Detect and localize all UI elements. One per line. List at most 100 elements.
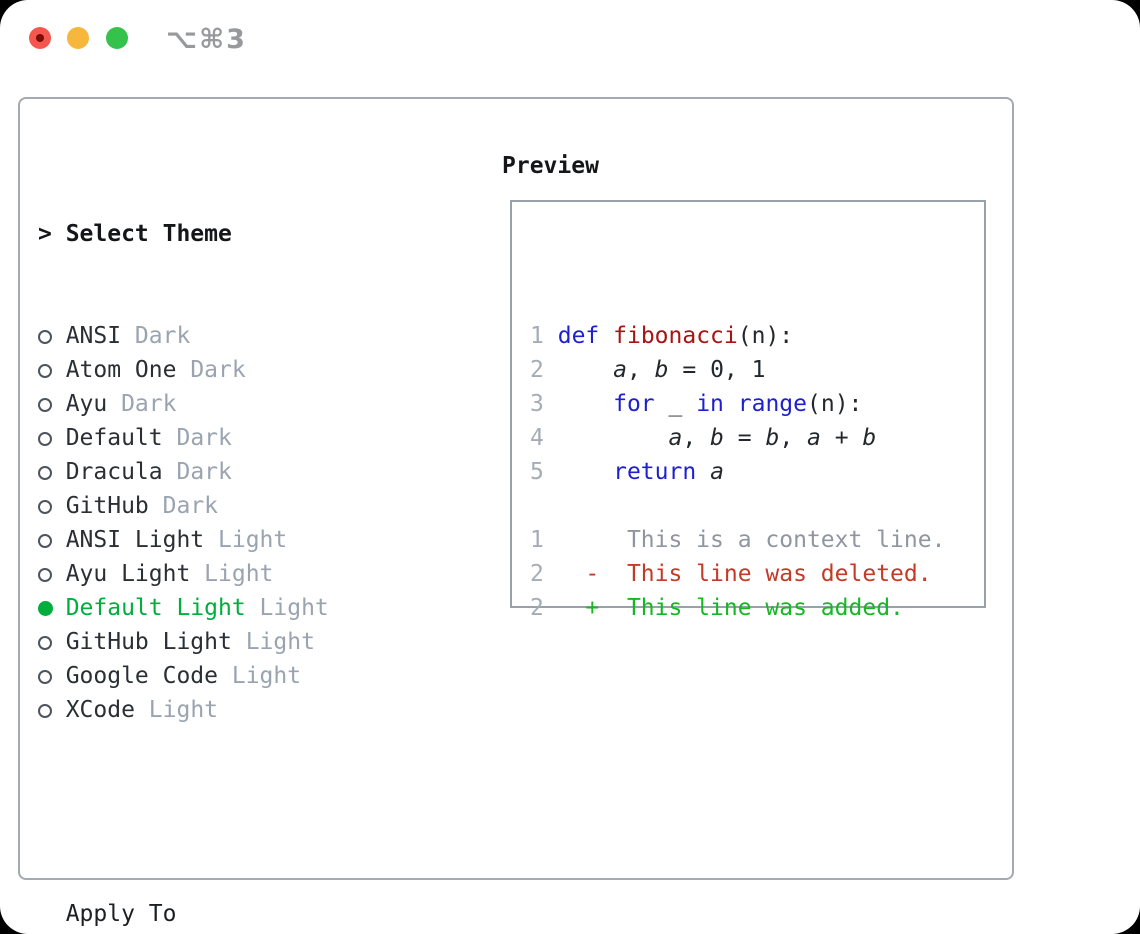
radio-icon: [38, 319, 66, 353]
theme-variant-tag: Dark: [121, 391, 177, 417]
theme-variant-tag: Dark: [134, 323, 191, 349]
option-label: ANSI Light: [65, 527, 205, 553]
radio-icon: [38, 625, 66, 659]
code-line: 1 This is a context line.: [530, 523, 984, 557]
theme-option-google-code[interactable]: Google Code Light: [38, 659, 426, 693]
theme-variant-tag: Light: [231, 663, 302, 689]
theme-variant-tag: Light: [245, 629, 315, 655]
code-line: [530, 489, 984, 523]
code-token: return: [613, 459, 697, 485]
radio-icon: [38, 693, 66, 727]
option-label: Default Light: [65, 595, 246, 621]
code-line: 4 a, b = b, a + b: [530, 421, 984, 455]
code-token: for: [613, 391, 655, 417]
code-token: def: [557, 323, 600, 349]
select-theme-title: Select Theme: [65, 221, 232, 247]
code-token: (n):: [737, 323, 794, 349]
code-token: ,: [626, 357, 655, 383]
theme-option-ayu[interactable]: Ayu Dark: [38, 387, 426, 421]
code-token: a: [807, 425, 821, 451]
code-token: b: [862, 425, 877, 451]
theme-variant-tag: Light: [259, 595, 329, 621]
prompt-caret-icon: >: [38, 221, 52, 247]
select-theme-header: > Select Theme: [38, 217, 426, 251]
code-line: 5 return a: [530, 455, 984, 489]
theme-option-default-light[interactable]: Default Light Light: [38, 591, 426, 625]
theme-variant-tag: Dark: [176, 459, 232, 485]
close-button[interactable]: [29, 27, 51, 49]
code-token: [696, 459, 710, 485]
code-token: This is a context line.: [543, 527, 946, 553]
code-token: (n):: [807, 391, 863, 417]
line-number: 2: [530, 561, 544, 587]
code-token: = 0, 1: [668, 357, 766, 383]
code-token: [544, 425, 669, 451]
theme-option-ansi-light[interactable]: ANSI Light Light: [38, 523, 426, 557]
line-number: 4: [530, 425, 544, 451]
titlebar: ⌥⌘3: [0, 0, 1140, 76]
code-token: b: [654, 357, 669, 383]
code-line: 2 - This line was deleted.: [530, 557, 984, 591]
spacer: [38, 795, 426, 829]
code-token: in: [696, 391, 724, 417]
option-label: GitHub: [65, 493, 149, 519]
theme-variant-tag: Light: [218, 527, 288, 553]
code-token: =: [723, 425, 766, 451]
radio-icon: [38, 523, 66, 557]
theme-variant-tag: Light: [204, 561, 274, 587]
line-number: 2: [530, 357, 544, 383]
option-label: Google Code: [65, 663, 219, 689]
line-number: 5: [530, 459, 544, 485]
line-number: 2: [530, 595, 544, 621]
theme-option-default[interactable]: Default Dark: [38, 421, 426, 455]
theme-option-ayu-light[interactable]: Ayu Light Light: [38, 557, 426, 591]
theme-option-github[interactable]: GitHub Dark: [38, 489, 426, 523]
theme-variant-tag: Light: [148, 697, 219, 723]
radio-icon: [38, 489, 66, 523]
theme-option-xcode[interactable]: XCode Light: [38, 693, 426, 727]
theme-option-atom-one[interactable]: Atom One Dark: [38, 353, 426, 387]
code-token: [544, 323, 558, 349]
window-tab-shortcut: ⌥⌘3: [166, 24, 247, 55]
code-token: [544, 459, 613, 485]
code-token: [544, 357, 613, 383]
code-token: ,: [682, 425, 711, 451]
code-line: 2 + This line was added.: [530, 591, 984, 625]
code-token: a: [668, 425, 683, 451]
line-number: 3: [530, 391, 544, 417]
code-token: b: [765, 425, 780, 451]
code-token: [599, 323, 613, 349]
option-label: Ayu Light: [65, 561, 191, 587]
code-token: fibonacci: [613, 323, 738, 349]
line-number: 1: [530, 323, 544, 349]
theme-variant-tag: Dark: [176, 425, 232, 451]
code-line: 2 a, b = 0, 1: [530, 353, 984, 387]
theme-option-dracula[interactable]: Dracula Dark: [38, 455, 426, 489]
option-label: Atom One: [65, 357, 177, 383]
theme-variant-tag: Dark: [190, 357, 246, 383]
code-token: [544, 391, 613, 417]
code-token: +: [820, 425, 863, 451]
code-token: range: [737, 391, 808, 417]
apply-to-header: Apply To: [38, 897, 426, 931]
code-line: 1 def fibonacci(n):: [530, 319, 984, 353]
minimize-button[interactable]: [67, 27, 89, 49]
radio-icon: [38, 455, 66, 489]
zoom-button[interactable]: [106, 27, 128, 49]
theme-variant-tag: Dark: [162, 493, 219, 519]
radio-icon: [38, 387, 66, 421]
option-label: Dracula: [65, 459, 163, 485]
preview-title: Preview: [502, 153, 599, 179]
option-label: XCode: [65, 697, 135, 723]
option-label: Default: [65, 425, 163, 451]
code-token: a: [710, 459, 724, 485]
option-label: Ayu: [65, 391, 108, 417]
code-token: - This line was deleted.: [543, 561, 932, 587]
